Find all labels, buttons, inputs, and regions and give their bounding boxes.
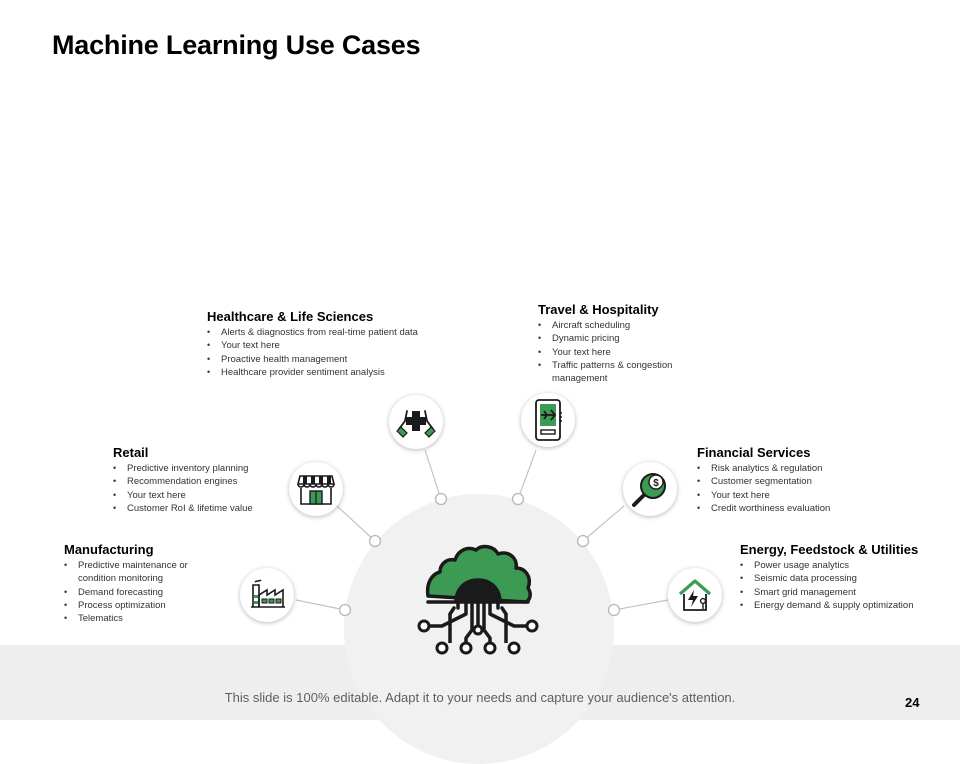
manufacturing-item: Predictive maintenance or condition moni… — [64, 559, 224, 586]
energy-item: Seismic data processing — [740, 572, 952, 586]
hands-medical-cross-icon — [396, 410, 436, 438]
healthcare-block: Healthcare & Life Sciences Alerts & diag… — [207, 309, 477, 379]
energy-item: Smart grid management — [740, 586, 952, 600]
footer-caption: This slide is 100% editable. Adapt it to… — [224, 690, 736, 705]
travel-title: Travel & Hospitality — [538, 302, 659, 317]
healthcare-item: Your text here — [207, 339, 477, 353]
connector-node-financial — [576, 534, 590, 548]
magnifier-dollar-icon: $ — [632, 473, 666, 507]
page-title: Machine Learning Use Cases — [52, 30, 421, 60]
phone-airplane-icon — [535, 399, 562, 441]
retail-icon-circle — [289, 462, 343, 516]
factory-icon — [251, 579, 285, 608]
connector-node-manufacturing — [338, 603, 352, 617]
retail-item: Recommendation engines — [113, 475, 293, 489]
energy-title: Energy, Feedstock & Utilities — [740, 542, 919, 557]
retail-item: Your text here — [113, 489, 293, 503]
healthcare-item: Alerts & diagnostics from real-time pati… — [207, 326, 477, 340]
storefront-icon — [296, 475, 336, 505]
manufacturing-block: Manufacturing Predictive maintenance or … — [64, 542, 224, 626]
connector-lines — [295, 449, 669, 617]
travel-icon-circle — [521, 393, 575, 447]
financial-item: Credit worthiness evaluation — [697, 502, 897, 516]
connector-node-healthcare — [434, 492, 448, 506]
connector-node-travel — [511, 492, 525, 506]
svg-text:$: $ — [653, 478, 659, 489]
healthcare-title: Healthcare & Life Sciences — [207, 309, 374, 324]
manufacturing-item: Process optimization — [64, 599, 224, 613]
manufacturing-item: Telematics — [64, 612, 224, 626]
retail-item: Predictive inventory planning — [113, 462, 293, 476]
connector-node-energy — [607, 603, 621, 617]
financial-block: Financial Services Risk analytics & regu… — [697, 445, 897, 515]
healthcare-icon-circle — [389, 395, 443, 449]
travel-item: Aircraft scheduling — [538, 319, 708, 333]
energy-item: Power usage analytics — [740, 559, 952, 573]
manufacturing-icon-circle — [240, 568, 294, 622]
page-number: 24 — [905, 695, 920, 710]
energy-block: Energy, Feedstock & Utilities Power usag… — [740, 542, 952, 612]
energy-item: Energy demand & supply optimization — [740, 599, 952, 613]
financial-item: Your text here — [697, 489, 897, 503]
energy-icon-circle — [668, 568, 722, 622]
travel-block: Travel & Hospitality Aircraft scheduling… — [538, 302, 708, 385]
financial-title: Financial Services — [697, 445, 811, 460]
manufacturing-title: Manufacturing — [64, 542, 154, 557]
financial-item: Risk analytics & regulation — [697, 462, 897, 476]
retail-item: Customer RoI & lifetime value — [113, 502, 293, 516]
travel-item: Dynamic pricing — [538, 332, 708, 346]
brain-circuit-icon — [417, 544, 539, 655]
financial-icon-circle: $ — [623, 462, 677, 516]
retail-title: Retail — [113, 445, 149, 460]
healthcare-item: Proactive health management — [207, 353, 477, 367]
manufacturing-item: Demand forecasting — [64, 586, 224, 600]
house-energy-icon — [678, 579, 712, 611]
connector-node-retail — [368, 534, 382, 548]
travel-item: Traffic patterns & congestion management — [538, 359, 708, 386]
healthcare-item: Healthcare provider sentiment analysis — [207, 366, 477, 380]
financial-item: Customer segmentation — [697, 475, 897, 489]
travel-item: Your text here — [538, 346, 708, 360]
retail-block: Retail Predictive inventory planning Rec… — [113, 445, 293, 515]
